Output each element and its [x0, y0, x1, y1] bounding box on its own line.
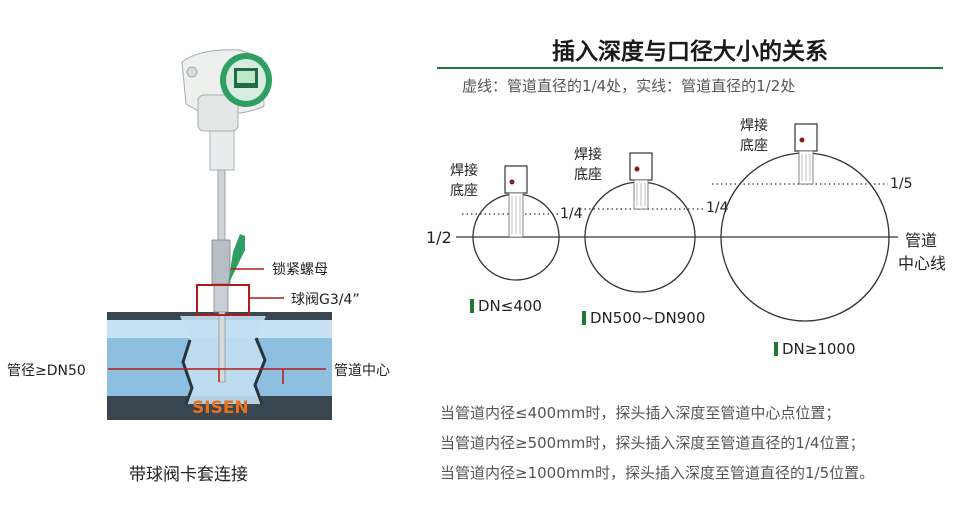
base-label-1-line1: 焊接: [450, 163, 478, 179]
installation-drawing: SISEN: [107, 49, 332, 420]
note-1: 当管道内径≤400mm时，探头插入深度至管道中心点位置；: [440, 404, 841, 422]
base-label-3-line1: 焊接: [740, 118, 768, 134]
valve-highlight-box: [196, 284, 250, 316]
probe-stem: [211, 164, 231, 383]
depth-label-2: 1/4: [706, 200, 729, 216]
centerline-label-line1: 管道: [905, 231, 938, 250]
pipe-diameter-label: 管径≥DN50: [7, 363, 86, 379]
centerline-label-line2: 中心线: [898, 254, 947, 273]
caption: 带球阀卡套连接: [129, 465, 248, 485]
base-label-2-line1: 焊接: [574, 147, 602, 163]
subtitle: 虚线：管道直径的1/4处，实线：管道直径的1/2处: [462, 77, 796, 95]
lock-nut-label: 锁紧螺母: [272, 262, 328, 278]
dn-label-2: DN500~DN900: [582, 309, 705, 327]
ball-valve-label: 球阀G3/4”: [291, 292, 360, 308]
weld-base-3: [794, 123, 818, 185]
title-rule: [437, 67, 943, 69]
depth-label-3: 1/5: [890, 176, 913, 192]
half-label: 1/2: [426, 228, 452, 247]
pipe-center-label: 管道中心: [334, 363, 390, 379]
depth-label-1: 1/4: [560, 206, 583, 222]
base-label-2-line2: 底座: [574, 167, 602, 183]
dn-label-1: DN≤400: [470, 297, 542, 315]
dn-label-3: DN≥1000: [774, 340, 856, 358]
transmitter-head: [181, 49, 272, 171]
valve-handle: [228, 234, 245, 285]
brand-logo: SISEN: [192, 398, 249, 418]
weld-base-1: [504, 165, 528, 238]
note-2: 当管道内径≥500mm时，探头插入深度至管道直径的1/4位置；: [440, 434, 865, 452]
weld-base-2: [629, 152, 653, 210]
base-label-3-line2: 底座: [740, 138, 768, 154]
note-3: 当管道内径≥1000mm时，探头插入深度至管道直径的1/5位置。: [440, 464, 875, 482]
base-label-1-line2: 底座: [450, 183, 478, 199]
page-title: 插入深度与口径大小的关系: [552, 39, 828, 65]
depth-diagram: [456, 123, 898, 322]
